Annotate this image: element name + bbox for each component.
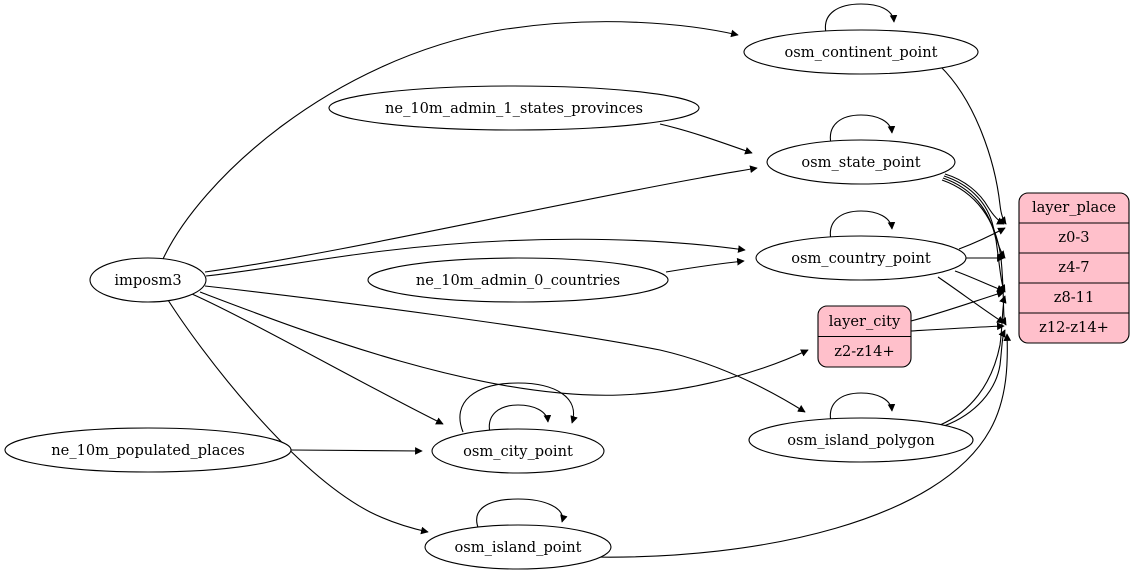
record-node-layer-place[interactable]: layer_place z0-3 z4-7 z8-11 z12-z14+ xyxy=(1018,192,1130,344)
node-imposm3-label: imposm3 xyxy=(114,272,181,289)
node-imposm3[interactable]: imposm3 xyxy=(89,257,207,303)
edge-self-loop-osm-state-point xyxy=(829,114,896,145)
layer-city-title: layer_city xyxy=(829,313,901,330)
node-ne-places-label: ne_10m_populated_places xyxy=(51,442,244,459)
edge-ne-places-to-osm-city-point xyxy=(290,447,423,455)
edge-osm-state-point-to-layer-place-z4-7 xyxy=(943,175,1006,259)
layer-place-row-z4-7: z4-7 xyxy=(1058,259,1089,276)
node-osm-city-point[interactable]: osm_city_point xyxy=(431,428,605,474)
edge-self-loop-osm-island-point xyxy=(476,498,568,531)
edge-imposm3-to-osm-country-point xyxy=(205,238,746,277)
layer-place-row-z12-z14: z12-z14+ xyxy=(1039,319,1109,336)
edge-osm-state-point-to-layer-place-z0-3 xyxy=(944,173,1005,225)
edge-imposm3-to-layer-city xyxy=(199,291,809,396)
edge-layer-city-to-layer-place-z8-11 xyxy=(910,290,1005,322)
edge-self-loop-osm-country-point xyxy=(829,210,896,241)
edge-osm-state-point-to-layer-place-z8-11 xyxy=(942,177,1006,293)
layer-place-row-z0-3: z0-3 xyxy=(1058,229,1089,246)
layer-city-row-z2-z14: z2-z14+ xyxy=(834,343,894,360)
edge-imposm3-to-osm-continent-point xyxy=(162,21,739,260)
layer-place-title: layer_place xyxy=(1032,199,1116,216)
edge-layer xyxy=(162,3,1012,558)
node-osm-country-point[interactable]: osm_country_point xyxy=(755,235,967,281)
record-node-layer-city[interactable]: layer_city z2-z14+ xyxy=(817,305,912,368)
edge-imposm3-to-osm-island-polygon xyxy=(204,285,806,413)
edge-self-loop-outer-osm-city-point xyxy=(459,382,578,433)
edge-osm-country-point-to-layer-place-z12-z14 xyxy=(937,276,1005,324)
edge-ne-countries-to-osm-country-point xyxy=(665,257,745,273)
edge-osm-island-polygon-to-layer-place-z8-11 xyxy=(939,295,1007,426)
edge-ne-states-to-osm-state-point xyxy=(659,123,753,155)
node-ne-states-label: ne_10m_admin_1_states_provinces xyxy=(385,100,643,117)
layer-place-row-z8-11: z8-11 xyxy=(1054,289,1094,306)
node-osm-island-point[interactable]: osm_island_point xyxy=(424,524,612,570)
node-osm-continent-point[interactable]: osm_continent_point xyxy=(743,29,979,75)
edge-self-loop-osm-continent-point xyxy=(824,3,898,34)
node-layer: imposm3 ne_10m_admin_1_states_provinces … xyxy=(4,29,979,570)
node-ne-10m-admin-0-countries[interactable]: ne_10m_admin_0_countries xyxy=(367,257,669,303)
node-ne-10m-admin-1-states-provinces[interactable]: ne_10m_admin_1_states_provinces xyxy=(328,85,700,131)
node-osm-state-point[interactable]: osm_state_point xyxy=(766,139,956,185)
node-osm-state-point-label: osm_state_point xyxy=(801,154,920,171)
node-ne-10m-populated-places[interactable]: ne_10m_populated_places xyxy=(4,427,292,473)
node-osm-island-polygon[interactable]: osm_island_polygon xyxy=(748,417,974,463)
node-osm-city-point-label: osm_city_point xyxy=(463,443,573,460)
edge-layer-city-to-layer-place-z12-z14 xyxy=(910,322,1005,332)
edge-osm-country-point-to-layer-place-z8-11 xyxy=(954,270,1005,293)
edge-imposm3-to-osm-city-point xyxy=(191,293,444,425)
edge-self-loop-osm-island-polygon xyxy=(829,392,896,423)
edge-osm-country-point-to-layer-place-z0-3 xyxy=(958,227,1006,250)
node-ne-countries-label: ne_10m_admin_0_countries xyxy=(416,272,620,289)
edge-osm-island-polygon-to-layer-place-z12-z14 xyxy=(943,329,1006,427)
edge-osm-island-point-to-layer-place-z12-z14 xyxy=(591,333,1012,558)
edge-self-loop-osm-city-point xyxy=(488,404,552,434)
node-osm-island-polygon-label: osm_island_polygon xyxy=(787,432,935,449)
edge-imposm3-to-osm-state-point xyxy=(204,165,758,273)
node-osm-country-point-label: osm_country_point xyxy=(791,250,931,267)
node-osm-continent-point-label: osm_continent_point xyxy=(785,44,938,61)
edge-imposm3-to-osm-island-point xyxy=(167,299,429,535)
node-osm-island-point-label: osm_island_point xyxy=(454,539,581,556)
